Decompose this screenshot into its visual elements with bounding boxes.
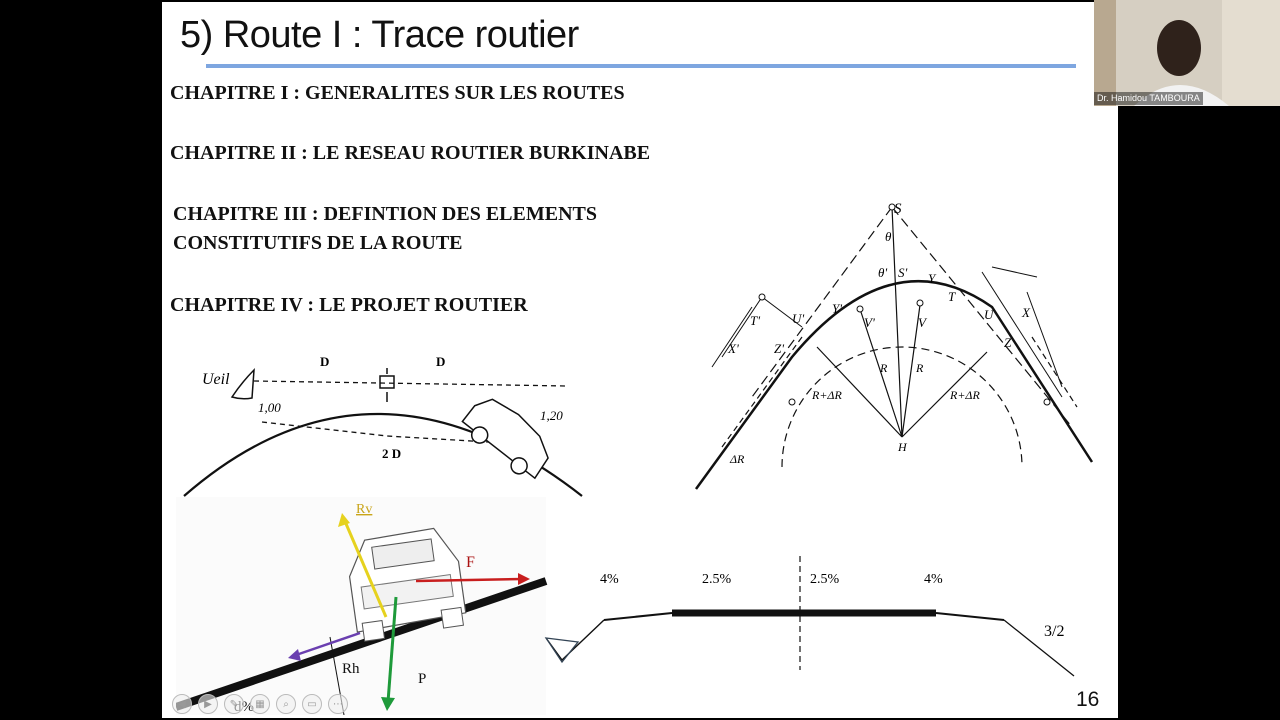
car-icon [461,398,549,480]
force-rv-label: Rv [356,502,372,517]
tangent-left [751,206,893,398]
shoulder-left [603,612,673,621]
forces-diagram: Rv F Rh P d% [176,497,548,715]
slide-title: 5) Route I : Trace routier [180,14,579,56]
ditch-left [545,619,605,662]
force-rh-label: Rh [342,661,360,677]
sight-obstacle-height: 1,20 [540,408,563,423]
curve-label-X: X [1021,305,1031,320]
page-number: 16 [1076,688,1100,711]
rh-arrow [295,631,361,657]
rv-arrow [342,518,388,618]
p-arrow [386,596,398,703]
slideshow-toolbar: ◀ ▶ ✎ ▦ ⌕ ▭ ⋯ [172,694,348,714]
road-axis-left [694,279,1094,490]
curve-label-R-plus-dR-right: R+ΔR [949,388,980,402]
curve-label-S: S [894,201,902,217]
curve-label-X-prime: X' [727,341,739,356]
eye-icon [230,368,255,400]
curve-label-S-prime: S' [898,265,908,280]
curve-label-Z-prime: Z' [774,341,784,356]
curve-label-theta-prime: θ' [878,265,887,280]
inner-dashed-right [1031,336,1078,408]
curve-label-Y: Y [928,271,937,286]
curve-label-Z: Z [1004,335,1012,350]
sight-line-top [253,380,568,387]
zoom-icon[interactable]: ⌕ [276,694,296,714]
curve-label-U: U [984,307,995,322]
ditch-marker [544,637,580,664]
more-options-icon[interactable]: ⋯ [328,694,348,714]
shoulder-right [935,612,1005,621]
pen-icon[interactable]: ✎ [224,694,244,714]
chapter-4: CHAPITRE IV : LE PROJET ROUTIER [170,294,528,316]
curve-label-R-right: R [915,361,924,375]
curve-label-R-plus-dR-left: R+ΔR [811,388,842,402]
chapter-1: CHAPITRE I : GENERALITES SUR LES ROUTES [170,82,625,104]
talus-label: 3/2 [1044,623,1064,640]
curve-label-T: T [948,289,956,304]
sight-distance-diagram: D D 2 D Ueil 1,00 1,20 [183,354,583,497]
radius-lines [816,206,988,438]
curve-label-Y-prime: Y' [832,301,842,316]
sight-2d: 2 D [382,446,401,461]
tangent-right [891,206,1073,428]
chapter-3-line-1: CHAPITRE III : DEFINTION DES ELEMENTS [173,203,597,225]
slope-25-left: 2.5% [702,572,732,587]
f-arrow [415,577,523,583]
inner-dashed-left [721,336,803,448]
prev-slide-icon[interactable]: ◀ [172,694,192,714]
sight-eye-height: 1,00 [258,400,281,415]
curve-label-H: H [897,440,908,454]
curve-label-T-prime: T' [750,313,760,328]
slope-25-right: 2.5% [810,572,840,587]
curve-label-R-left: R [879,361,888,375]
slope-4-right: 4% [924,572,943,587]
outer-arc-dashed [781,346,1023,468]
curve-label-theta: θ [885,229,892,244]
chapter-3-line-2: CONSTITUTIFS DE LA ROUTE [173,232,463,254]
webcam-feed [1094,0,1280,106]
next-slide-icon[interactable]: ▶ [198,694,218,714]
talus-right [1003,619,1075,677]
sight-d-right: D [436,354,445,369]
subtitles-icon[interactable]: ▭ [302,694,322,714]
car-icon [348,527,467,642]
slope-road [176,577,548,711]
curve-label-V-prime: V' [864,315,875,330]
curve-label-V: V [918,315,928,330]
sight-d-left: D [320,354,329,369]
webcam-name-tag: Dr. Hamidou TAMBOURA [1094,92,1203,105]
grid-icon[interactable]: ▦ [250,694,270,714]
curve-label-dR: ΔR [729,452,745,466]
force-f-label: F [466,554,475,571]
chapter-2: CHAPITRE II : LE RESEAU ROUTIER BURKINAB… [170,142,651,164]
curve-geometry-diagram: S θ θ' S' Y Y' V V' U U' X X' T T' Z Z' … [694,201,1094,490]
obstacle-box [379,375,395,389]
title-underline [206,64,1076,68]
slope-4-left: 4% [600,572,619,587]
slide: 5) Route I : Trace routier CHAPITRE I : … [162,2,1118,718]
presenter-video [1094,0,1280,106]
curve-label-U-prime: U' [792,311,804,326]
cross-section-diagram: 4% 2.5% 2.5% 4% 3/2 [544,556,1075,677]
sight-eye-label: Ueil [202,371,230,388]
force-p-label: P [418,671,426,687]
